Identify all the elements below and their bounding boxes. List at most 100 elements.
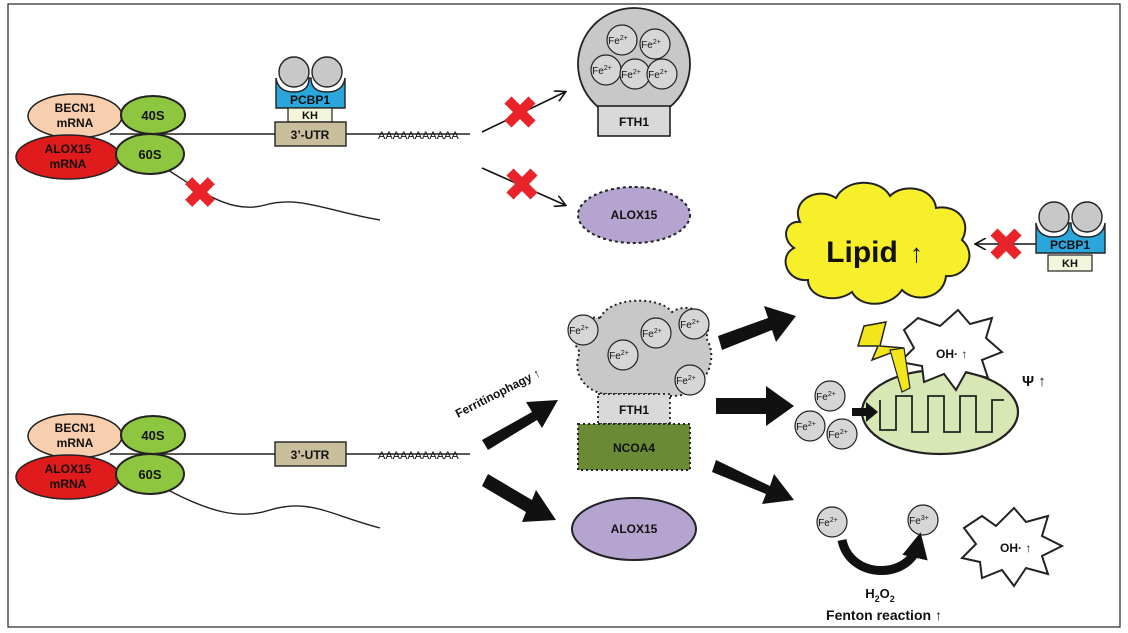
fe2-ion <box>816 506 848 538</box>
fe2-ion <box>678 308 710 340</box>
pcbp1-domain-right <box>1071 201 1103 233</box>
fe2-label: Fe2+ <box>641 39 661 51</box>
block-x-icon <box>185 177 215 207</box>
mitochondrion <box>860 368 1020 456</box>
kh-label: KH <box>302 110 318 122</box>
utr-box-top <box>274 121 347 147</box>
utr-box-bottom <box>274 441 347 467</box>
pcbp1-protein-top <box>275 77 346 109</box>
fe2-label: Fe2+ <box>796 421 816 433</box>
block-x-icon <box>504 96 536 128</box>
becn1-label-line1: BECN1 <box>55 421 96 435</box>
thick-arrow-icon <box>482 400 558 450</box>
ribosome-40s-label: 40S <box>141 428 164 443</box>
lightning-tail-icon <box>889 347 911 393</box>
fenton-curved-arrow <box>837 532 928 575</box>
fe2-label: Fe2+ <box>648 69 668 81</box>
fe2-label: Fe2+ <box>816 391 836 403</box>
cristae <box>879 395 1004 433</box>
thick-arrow-icon <box>852 402 878 422</box>
alox15-mrna-label-line1: ALOX15 <box>45 462 92 476</box>
iron-cluster-mito: Fe2+ Fe2+ Fe2+ <box>794 380 858 450</box>
fe2-label: Fe2+ <box>592 65 612 77</box>
polya-tail-bottom: AAAAAAAAAAA <box>378 450 459 462</box>
lipid-section: Lipid ↑ PCBP1 KH <box>784 181 1106 305</box>
ribosome-60s-bottom <box>115 453 185 495</box>
fe2-label: Fe2+ <box>621 69 641 81</box>
becn1-label-line2: mRNA <box>57 436 94 450</box>
fe2-label: Fe2+ <box>569 325 589 337</box>
fe2-ion <box>567 314 599 346</box>
pcbp1-domain-right <box>311 56 343 88</box>
thick-arrow-icon <box>718 306 796 350</box>
fe2-label: Fe2+ <box>642 328 662 340</box>
pcbp1-label: PCBP1 <box>290 93 330 107</box>
oh-label: OH· ↑ <box>1000 541 1031 555</box>
polya-tail-top: AAAAAAAAAAA <box>378 130 459 142</box>
iron-cluster-bottom: Fe2+ Fe2+ Fe2+ Fe2+ Fe2+ <box>567 308 710 396</box>
fe2-label: Fe2+ <box>676 375 696 387</box>
up-arrow-icon: ↑ <box>910 238 923 268</box>
ncoa4-box <box>577 423 691 471</box>
fth1-box-bottom <box>597 393 671 425</box>
fe2-ion <box>639 28 671 60</box>
ribosome-60s-label: 60S <box>138 467 161 482</box>
fe2-ion <box>646 58 678 90</box>
fe2-ion <box>794 410 826 442</box>
fe2-label: Fe2+ <box>609 350 629 362</box>
thick-arrow-icon <box>712 460 794 504</box>
pcbp1-domain-left <box>1038 201 1070 233</box>
bottom-translation-panel: BECN1 mRNA ALOX15 mRNA 40S 60S 3’-UTR AA… <box>15 299 796 561</box>
fth1-label: FTH1 <box>619 115 649 129</box>
pcbp1-domain-left <box>278 56 310 88</box>
fe2-ion <box>814 380 846 412</box>
ribosome-60s-top <box>115 133 185 175</box>
utr-label: 3’-UTR <box>291 128 330 142</box>
fenton-section: Fe2+ Fe3+ H2O2 Fenton reaction ↑ OH· ↑ <box>816 504 1065 623</box>
psi-label: Ψ ↑ <box>1022 373 1046 390</box>
ribosome-40s-label: 40S <box>141 108 164 123</box>
pcbp1-protein-right <box>1035 222 1106 254</box>
mitochondria-section: Ψ ↑ OH· ↑ Fe2+ Fe2+ Fe2+ <box>794 308 1046 456</box>
fe2-label: Fe2+ <box>818 517 838 529</box>
alox15-label: ALOX15 <box>611 522 658 536</box>
fe2-ion <box>606 24 638 56</box>
fe2-ion <box>674 364 706 396</box>
fe2-label: Fe2+ <box>828 429 848 441</box>
fe2-label: Fe2+ <box>608 35 628 47</box>
block-x-icon <box>506 168 538 200</box>
ncoa4-label: NCOA4 <box>613 441 655 455</box>
fth1-label: FTH1 <box>619 403 649 417</box>
alox15-protein-bottom <box>571 497 697 561</box>
oh-radical-burst <box>897 308 1004 392</box>
fe2-ion <box>640 317 672 349</box>
pcbp1-label: PCBP1 <box>1050 238 1090 252</box>
block-x-icon <box>990 228 1022 260</box>
lipid-label: Lipid <box>826 236 898 269</box>
oh-label: OH· ↑ <box>936 347 967 361</box>
fe2-ion <box>826 418 858 450</box>
thick-arrow-icon <box>482 474 556 522</box>
alox15-mrna-label-line2: mRNA <box>50 477 87 491</box>
utr-label: 3’-UTR <box>291 448 330 462</box>
top-translation-panel: BECN1 mRNA ALOX15 mRNA 40S 60S PCBP1 KH … <box>15 7 691 244</box>
fe3-label: Fe3+ <box>909 515 929 527</box>
lipid-cloud <box>784 181 971 305</box>
h2o2-label: H2O2 <box>865 586 895 604</box>
fe2-label: Fe2+ <box>680 319 700 331</box>
becn1-label-line1: BECN1 <box>55 101 96 115</box>
alox15-mrna-label-line1: ALOX15 <box>45 142 92 156</box>
iron-cluster-top: Fe2+ Fe2+ Fe2+ Fe2+ Fe2+ <box>590 24 678 90</box>
kh-label: KH <box>1062 258 1078 270</box>
alox15-label: ALOX15 <box>611 208 658 222</box>
alox15-mrna-label-line2: mRNA <box>50 157 87 171</box>
fth1-box-top <box>597 105 671 137</box>
fenton-label: Fenton reaction ↑ <box>826 607 942 623</box>
becn1-label-line2: mRNA <box>57 116 94 130</box>
thick-arrow-icon <box>716 386 794 426</box>
oh-radical-burst <box>960 506 1065 588</box>
fe2-ion <box>607 339 639 371</box>
kh-domain-right <box>1047 254 1093 272</box>
alox15-protein-top <box>577 186 691 244</box>
